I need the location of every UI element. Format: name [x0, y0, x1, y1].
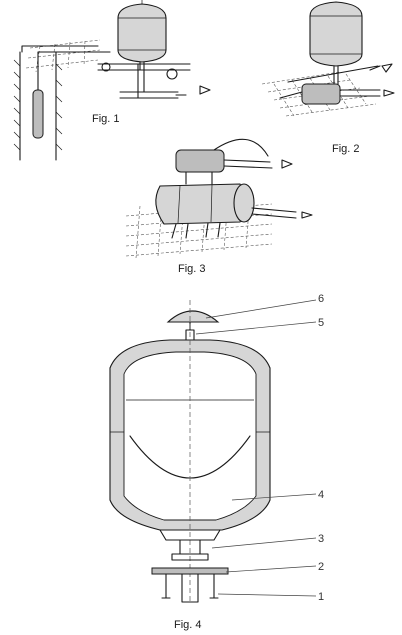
- callout-4: 4: [318, 489, 324, 501]
- fig3-pump-motor: [175, 138, 313, 219]
- fig3-floor-grid: [125, 195, 273, 259]
- fig1-pressure-tank: [117, 0, 167, 71]
- bottom-connection: [151, 539, 229, 603]
- figure-4-tank-cross-section: 6 5 4 3 2 1 Fig. 4: [109, 293, 324, 631]
- center-axes: [130, 300, 250, 604]
- fig3-horizontal-tank: [155, 183, 255, 239]
- fig4-caption: Fig. 4: [174, 619, 202, 631]
- callout-1: 1: [318, 591, 324, 603]
- fig3-caption: Fig. 3: [178, 263, 206, 275]
- fig1-floor-grid: [25, 39, 101, 73]
- figure-2-surface-pump: Fig. 2: [261, 1, 395, 155]
- figure-1-well-installation: Fig. 1: [13, 0, 211, 161]
- leader-lines: [195, 299, 317, 597]
- callout-3: 3: [318, 533, 324, 545]
- submersible-pump: [32, 51, 111, 139]
- figure-3-horizontal-tank-booster: Fig. 3: [125, 138, 313, 275]
- well-shaft: [13, 51, 63, 161]
- callout-6: 6: [318, 293, 324, 305]
- callout-5: 5: [318, 317, 324, 329]
- bolts: [161, 573, 219, 599]
- top-cap: [166, 310, 220, 331]
- fig2-pressure-tank: [309, 1, 363, 85]
- callout-2: 2: [318, 561, 324, 573]
- fig1-piping: [21, 45, 211, 99]
- fig2-pump: [279, 63, 395, 105]
- fig2-caption: Fig. 2: [332, 143, 360, 155]
- fig1-caption: Fig. 1: [92, 113, 120, 125]
